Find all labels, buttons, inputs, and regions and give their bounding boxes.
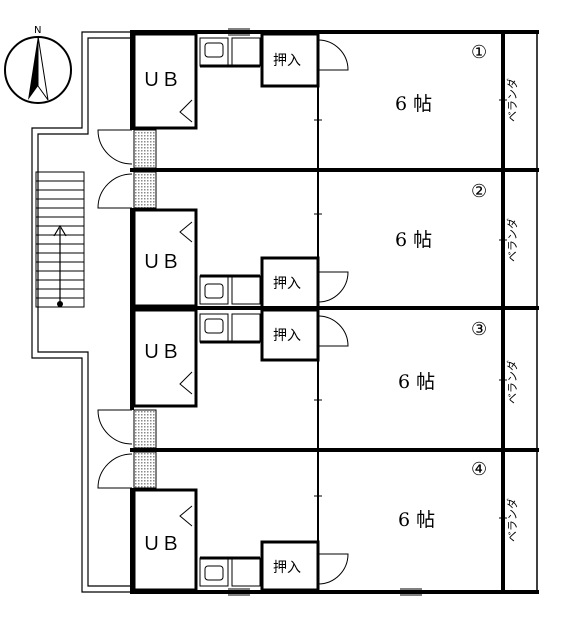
north-label: N bbox=[34, 25, 41, 36]
unit-3-room-label: 6 帖 bbox=[398, 371, 435, 393]
unit-3-closet-label: 押入 bbox=[273, 328, 301, 344]
building-walls bbox=[130, 30, 539, 594]
bottom-windows bbox=[228, 28, 422, 596]
entry-hatches bbox=[133, 129, 157, 489]
entry-doors bbox=[97, 129, 133, 489]
unit-3-number: ③ bbox=[471, 319, 487, 340]
unit-1 bbox=[132, 32, 507, 130]
unit-2-closet-label: 押入 bbox=[273, 276, 301, 292]
unit-2 bbox=[132, 208, 507, 310]
unit-2-bath-label: ＵＢ bbox=[142, 251, 180, 273]
unit-2-number: ② bbox=[471, 181, 487, 202]
unit-4-room-label: 6 帖 bbox=[398, 509, 435, 531]
unit-4-veranda-label: ベランダ bbox=[505, 498, 519, 542]
unit-4-closet-label: 押入 bbox=[273, 560, 301, 576]
unit-2-veranda-label: ベランダ bbox=[505, 218, 519, 262]
unit-2-room-label: 6 帖 bbox=[395, 229, 432, 251]
unit-1-number: ① bbox=[471, 42, 487, 63]
stair-direction-arrow-icon bbox=[53, 224, 67, 307]
unit-4 bbox=[132, 488, 507, 592]
unit-1-closet-label: 押入 bbox=[273, 53, 301, 69]
unit-3-bath-label: ＵＢ bbox=[142, 341, 180, 363]
unit-4-bath-label: ＵＢ bbox=[142, 533, 180, 555]
unit-1-room-label: 6 帖 bbox=[395, 93, 432, 115]
unit-3 bbox=[132, 308, 507, 408]
unit-1-bath-label: ＵＢ bbox=[142, 69, 180, 91]
north-compass-icon: N bbox=[4, 25, 72, 104]
unit-3-veranda-label: ベランダ bbox=[505, 360, 519, 404]
unit-4-number: ④ bbox=[471, 459, 487, 480]
corridor-outline bbox=[31, 31, 132, 593]
unit-1-veranda-label: ベランダ bbox=[505, 78, 519, 122]
